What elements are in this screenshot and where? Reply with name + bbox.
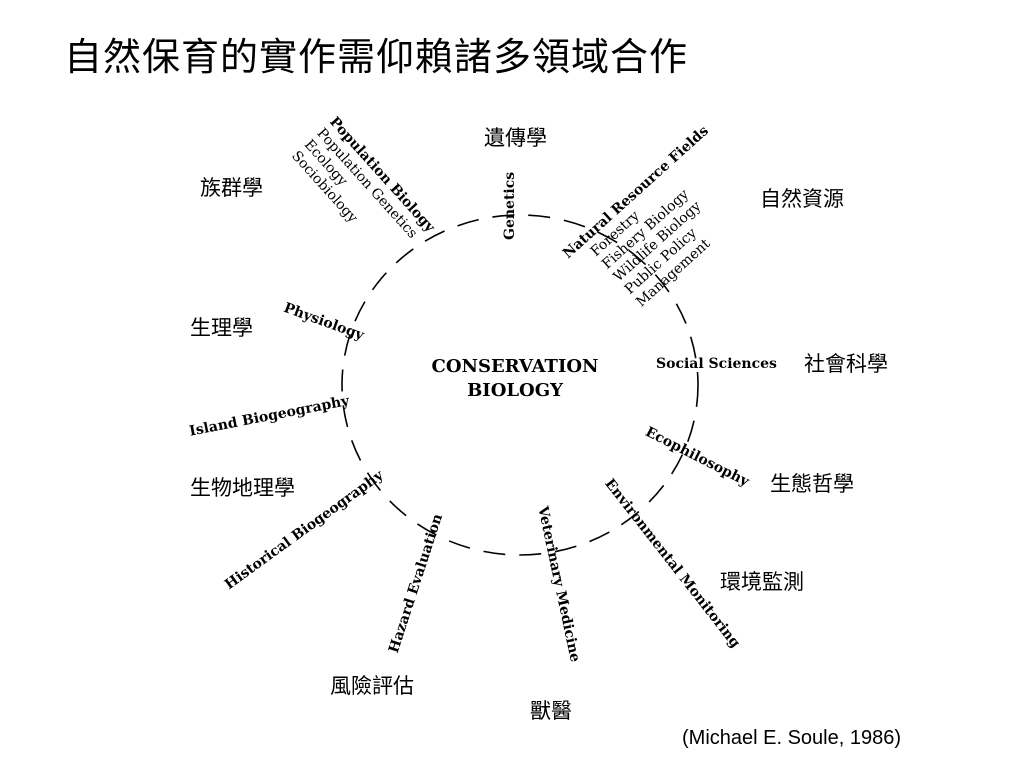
zh-population: 族群學	[200, 176, 263, 200]
zh-biogeography: 生物地理學	[190, 476, 295, 500]
zh-genetics: 遺傳學	[484, 126, 547, 150]
slide-title: 自然保育的實作需仰賴諸多領域合作	[64, 35, 689, 79]
zh-physiology: 生理學	[190, 316, 253, 340]
zh-natural: 自然資源	[760, 187, 844, 211]
zh-social: 社會科學	[804, 352, 888, 376]
zh-ecophilosophy: 生態哲學	[770, 472, 854, 496]
zh-environmental: 環境監測	[720, 570, 804, 594]
field-genetics: Genetics	[502, 171, 518, 240]
citation: (Michael E. Soule, 1986)	[682, 727, 902, 749]
center-label: CONSERVATION BIOLOGY	[400, 355, 630, 403]
field-social-sciences: Social Sciences	[656, 356, 777, 372]
center-line-2: BIOLOGY	[467, 380, 563, 401]
center-line-1: CONSERVATION	[431, 356, 599, 377]
zh-veterinary: 獸醫	[530, 699, 572, 723]
zh-hazard: 風險評估	[330, 674, 414, 698]
